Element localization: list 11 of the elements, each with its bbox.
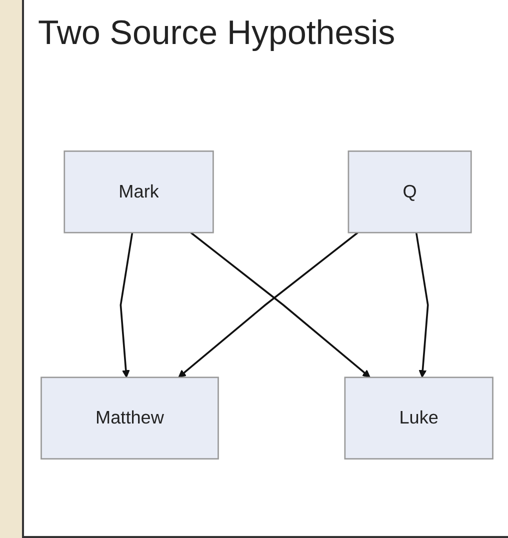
arrow (415, 232, 429, 378)
text-box (40, 376, 219, 460)
text-box (344, 376, 494, 460)
node-label: Mark (118, 180, 159, 204)
text-box (64, 150, 214, 234)
node-label: Matthew (96, 407, 164, 430)
arrow (120, 232, 134, 378)
node-label: Luke (399, 407, 438, 430)
text-box (348, 150, 472, 234)
diagram-title: Two Source Hypothesis (38, 14, 396, 53)
node-label: Q (402, 180, 417, 204)
